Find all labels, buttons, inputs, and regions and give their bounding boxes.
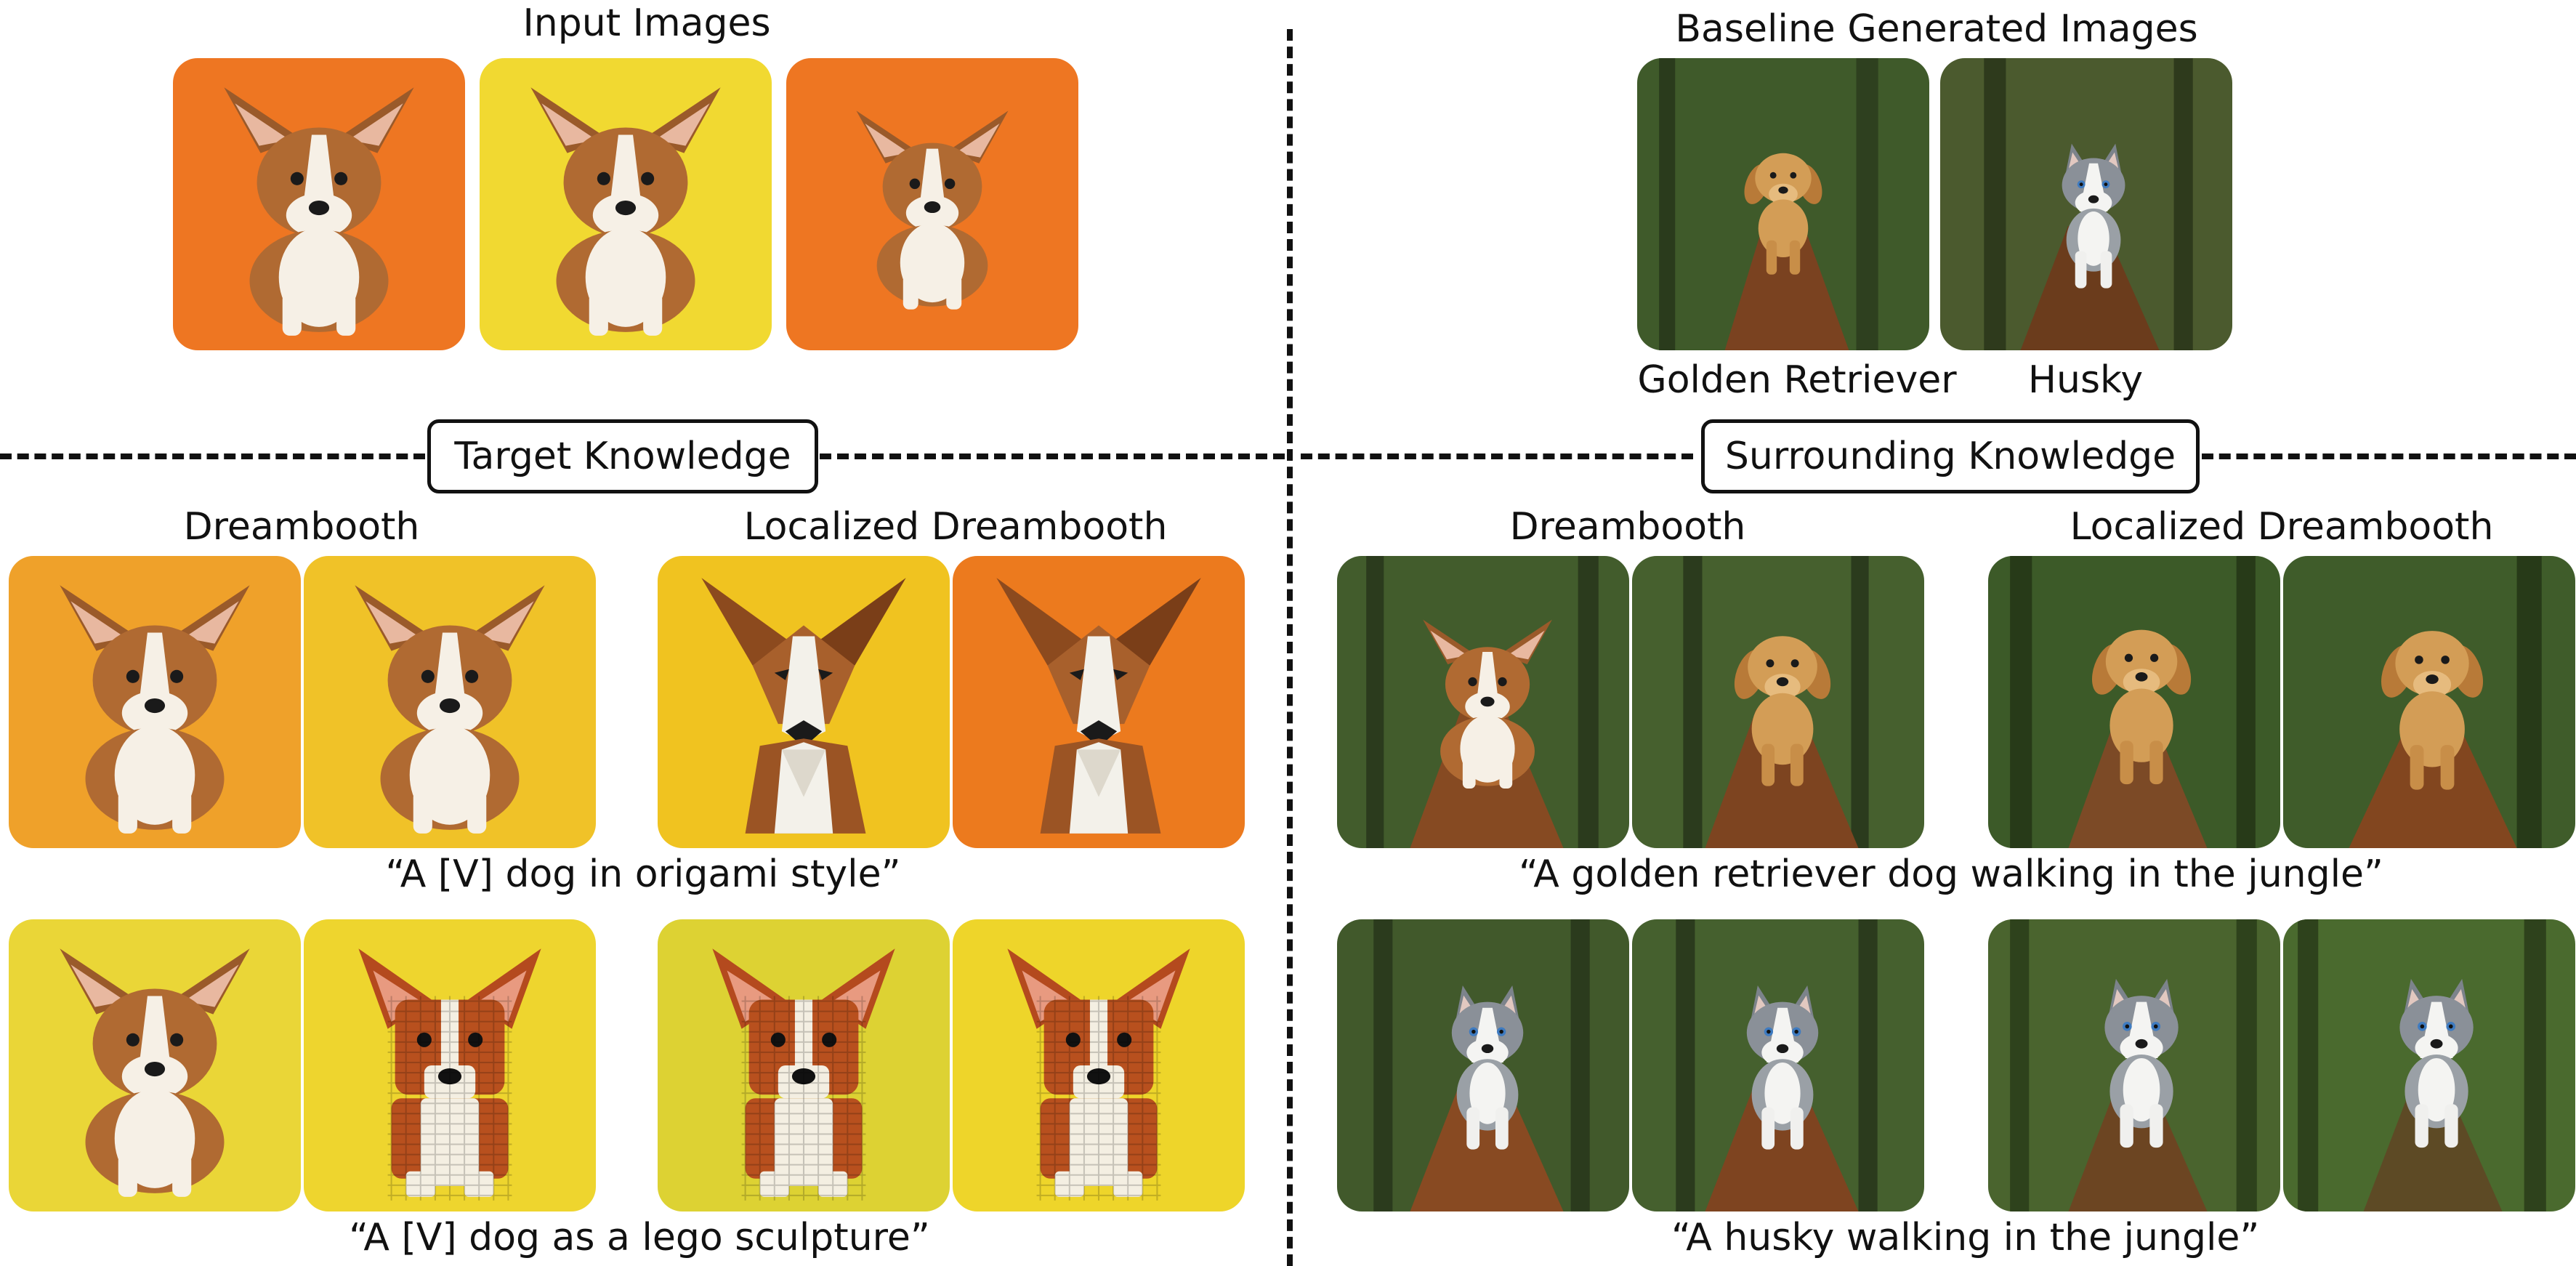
baseline-title: Baseline Generated Images	[1675, 7, 2198, 51]
prompt-husky: “A husky walking in the jungle”	[1671, 1216, 2260, 1259]
baseline-caption-golden: Golden Retriever	[1637, 358, 1957, 402]
origami-localized-2	[953, 556, 1245, 848]
golden-dreambooth-2	[1632, 556, 1924, 848]
prompt-origami: “A [V] dog in origami style”	[385, 852, 901, 896]
left-method-dreambooth: Dreambooth	[183, 505, 420, 549]
golden-localized-1	[1988, 556, 2280, 848]
lego-localized-1	[658, 919, 950, 1211]
origami-dreambooth-1	[9, 556, 301, 848]
surrounding-knowledge-label: Surrounding Knowledge	[1701, 419, 2200, 493]
husky-dreambooth-1	[1337, 919, 1629, 1211]
input-image-3	[786, 58, 1078, 350]
baseline-husky-image	[1940, 58, 2232, 350]
vertical-divider	[1287, 29, 1293, 1266]
left-divider-b	[820, 453, 1285, 459]
golden-dreambooth-1	[1337, 556, 1629, 848]
lego-localized-2	[953, 919, 1245, 1211]
prompt-golden: “A golden retriever dog walking in the j…	[1518, 852, 2383, 896]
lego-dreambooth-2	[304, 919, 596, 1211]
right-divider-b	[2202, 453, 2576, 459]
right-method-localized: Localized Dreambooth	[2070, 505, 2494, 549]
husky-dreambooth-2	[1632, 919, 1924, 1211]
origami-dreambooth-2	[304, 556, 596, 848]
baseline-golden-image	[1637, 58, 1929, 350]
right-divider-a	[1301, 453, 1693, 459]
input-image-2	[480, 58, 772, 350]
input-image-1	[173, 58, 465, 350]
husky-localized-2	[2283, 919, 2575, 1211]
left-divider-a	[0, 453, 425, 459]
golden-localized-2	[2283, 556, 2575, 848]
origami-localized-1	[658, 556, 950, 848]
input-images-title: Input Images	[522, 1, 771, 45]
lego-dreambooth-1	[9, 919, 301, 1211]
right-method-dreambooth: Dreambooth	[1509, 505, 1746, 549]
target-knowledge-label: Target Knowledge	[427, 419, 818, 493]
prompt-lego: “A [V] dog as a lego sculpture”	[349, 1216, 930, 1259]
husky-localized-1	[1988, 919, 2280, 1211]
baseline-caption-husky: Husky	[2027, 358, 2144, 402]
left-method-localized: Localized Dreambooth	[743, 505, 1168, 549]
